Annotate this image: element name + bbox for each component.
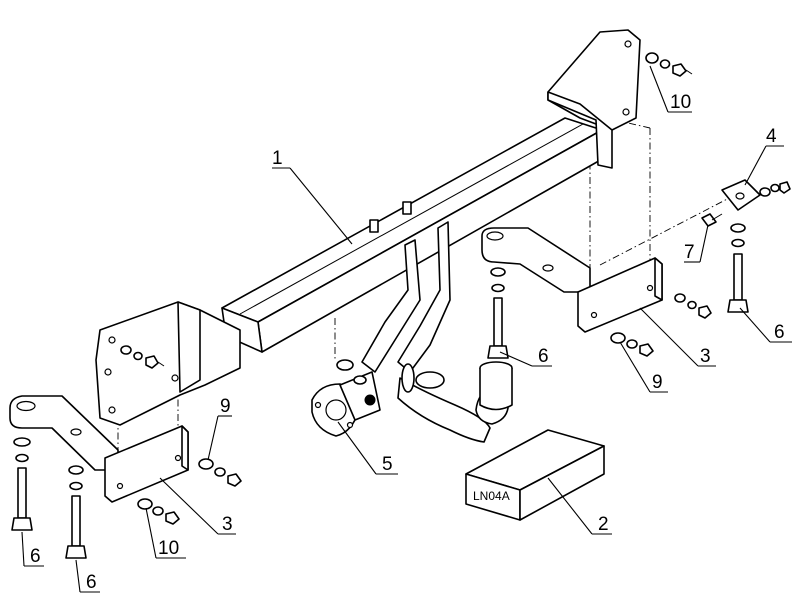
left-lower-bolts (137, 458, 242, 525)
label-part-6-right: 6 (774, 322, 785, 343)
label-part-9-right: 9 (652, 372, 663, 393)
label-part-3-right: 3 (700, 346, 711, 367)
label-part-10-bottom: 10 (158, 538, 179, 559)
label-part-2: 2 (598, 514, 609, 535)
label-part-6-center: 6 (538, 346, 549, 367)
right-lower-bracket (481, 227, 663, 333)
left-vertical-bolts (11, 437, 87, 559)
wiring-kit-box: LN04A (465, 429, 605, 521)
label-part-1: 1 (272, 148, 283, 169)
left-plate-bolts (120, 345, 165, 369)
left-lower-bracket (9, 395, 189, 503)
label-part-10-top: 10 (670, 92, 691, 113)
leader-lines (21, 65, 792, 593)
electrical-socket-plate (311, 359, 381, 437)
label-part-3-left: 3 (222, 514, 233, 535)
small-bolt (701, 213, 723, 227)
left-side-plate (95, 301, 241, 426)
right-vertical-bolt (727, 223, 749, 313)
right-lower-bolts (610, 293, 712, 357)
label-part-6-left-a: 6 (30, 546, 41, 567)
small-plate (721, 179, 791, 211)
label-part-4: 4 (766, 126, 777, 147)
right-side-plate (547, 29, 641, 169)
label-part-6-left-b: 6 (86, 572, 97, 593)
part-labels: 1 4 10 7 6 3 9 6 5 2 9 3 10 6 6 (30, 92, 785, 593)
label-part-5: 5 (382, 454, 393, 475)
tow-ball-neck (361, 221, 513, 443)
label-part-9-left: 9 (220, 396, 231, 417)
center-vertical-bolt (487, 267, 509, 359)
wiring-box-label: LN04A (473, 489, 510, 503)
label-part-7: 7 (684, 242, 695, 263)
right-top-bolts (645, 52, 693, 77)
